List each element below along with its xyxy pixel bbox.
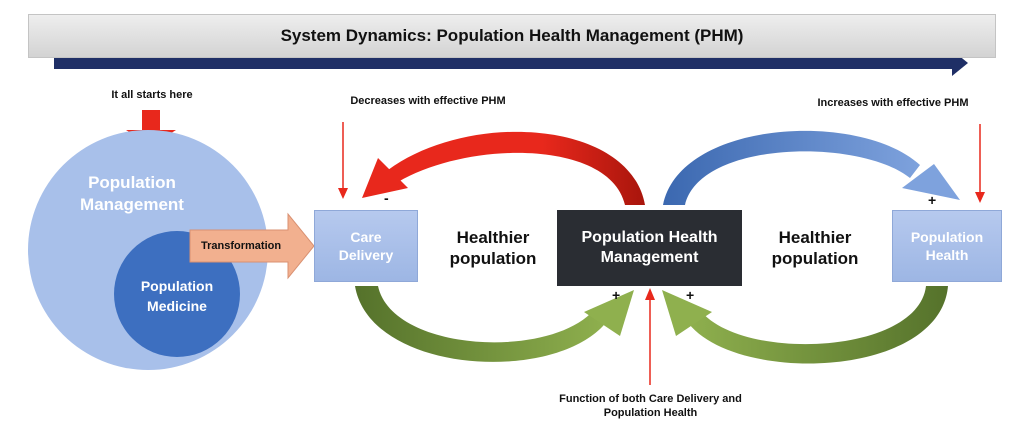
population-medicine-label: Population Medicine bbox=[117, 276, 237, 316]
increases-annotation: Increases with effective PHM bbox=[817, 97, 969, 109]
phm-node: Population Health Management bbox=[557, 210, 742, 286]
phm-plus-right-sign: + bbox=[686, 287, 695, 303]
title-banner: System Dynamics: Population Health Manag… bbox=[28, 14, 996, 58]
population-medicine-line2: Medicine bbox=[147, 298, 207, 314]
care-delivery-node: Care Delivery bbox=[314, 210, 418, 282]
phm-plus-left-sign: + bbox=[612, 287, 621, 303]
healthier-right-line1: Healthier bbox=[778, 228, 852, 247]
phm-line1: Population Health bbox=[581, 229, 718, 246]
population-health-line1: Population bbox=[910, 229, 984, 245]
population-management-label: Population Management bbox=[52, 172, 212, 216]
transformation-arrow bbox=[189, 212, 315, 280]
decreases-annotation: Decreases with effective PHM bbox=[350, 95, 506, 107]
increase-thin-arrow bbox=[975, 124, 985, 203]
decrease-thin-arrow bbox=[338, 122, 348, 199]
blue-feedback-arrow bbox=[663, 130, 960, 205]
care-delivery-line2: Delivery bbox=[338, 247, 394, 263]
population-management-line1: Population bbox=[88, 173, 176, 192]
healthier-left-line1: Healthier bbox=[456, 228, 530, 247]
function-annotation-line1: Function of both Care Delivery and bbox=[559, 393, 742, 405]
function-annotation: Function of both Care Delivery and Popul… bbox=[538, 392, 763, 420]
function-thin-arrow bbox=[645, 288, 655, 385]
healthier-left-line2: population bbox=[449, 249, 537, 268]
care-delivery-line1: Care bbox=[350, 229, 382, 245]
phm-line2: Management bbox=[600, 249, 699, 266]
healthier-left-label: Healthier population bbox=[438, 227, 548, 269]
population-health-line2: Health bbox=[925, 247, 969, 263]
transformation-label: Transformation bbox=[201, 240, 282, 252]
healthier-right-line2: population bbox=[771, 249, 859, 268]
green-left-arrow bbox=[355, 286, 634, 362]
diagram-title: System Dynamics: Population Health Manag… bbox=[280, 26, 744, 45]
start-annotation: It all starts here bbox=[111, 89, 193, 101]
healthier-right-label: Healthier population bbox=[760, 227, 870, 269]
population-medicine-line1: Population bbox=[140, 278, 214, 294]
health-plus-sign: + bbox=[928, 192, 937, 208]
function-annotation-line2: Population Health bbox=[603, 407, 698, 419]
population-health-node: Population Health bbox=[892, 210, 1002, 282]
care-minus-sign: - bbox=[384, 190, 389, 206]
red-feedback-arrow bbox=[362, 131, 645, 205]
population-management-line2: Management bbox=[80, 195, 184, 214]
green-right-arrow bbox=[662, 286, 948, 364]
